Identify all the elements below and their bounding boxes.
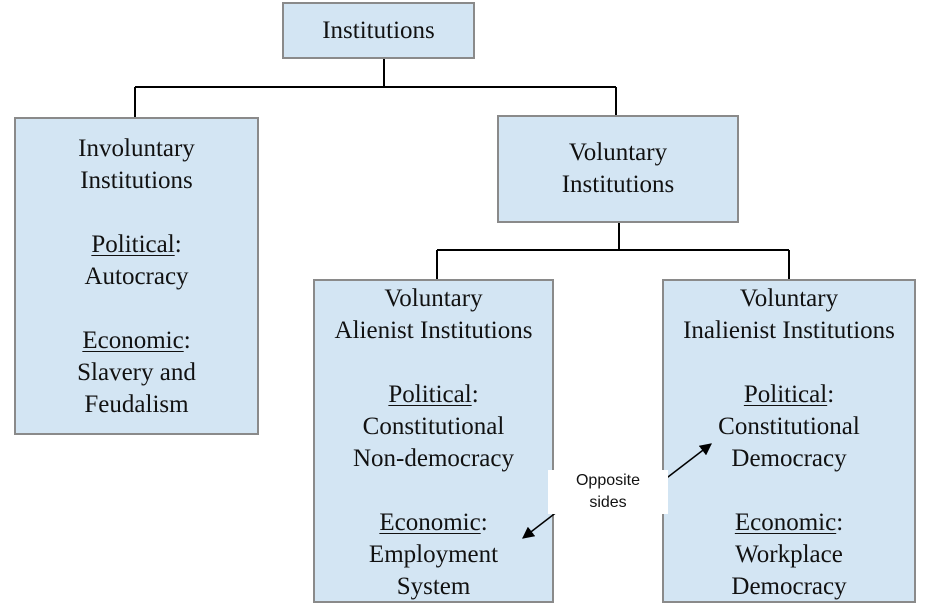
inalienist-economic-label: Economic <box>734 509 837 536</box>
alienist-economic-value-line2: System <box>396 573 471 600</box>
alienist-political-value-line1: Constitutional <box>362 413 505 440</box>
involuntary-title-line2: Institutions <box>80 167 193 194</box>
alienist-title-line2: Alienist Institutions <box>334 317 533 344</box>
involuntary-economic-label: Economic <box>82 327 184 354</box>
involuntary-title-line1: Involuntary <box>78 135 195 162</box>
institutions-title: Institutions <box>322 17 435 44</box>
alienist-institutions-node: Voluntary Alienist Institutions Politica… <box>313 279 554 603</box>
inalienist-title-line2: Inalienist Institutions <box>683 317 895 344</box>
involuntary-economic-value-line2: Feudalism <box>84 391 189 418</box>
involuntary-economic-row: Economic: <box>82 327 191 354</box>
institutions-node: Institutions <box>282 2 475 59</box>
involuntary-institutions-node: Involuntary Institutions Political: Auto… <box>14 117 259 435</box>
inalienist-economic-value-line1: Workplace <box>735 541 843 568</box>
inalienist-economic-row: Economic: <box>734 509 844 536</box>
inalienist-economic-value-line2: Democracy <box>731 573 847 600</box>
inalienist-political-row: Political: <box>743 381 835 408</box>
alienist-economic-value-line1: Employment <box>368 541 499 568</box>
inalienist-political-value-line2: Democracy <box>731 445 847 472</box>
note-line2: sides <box>589 494 627 511</box>
involuntary-political-value: Autocracy <box>84 263 189 290</box>
alienist-economic-row: Economic: <box>379 509 488 536</box>
inalienist-political-value-line1: Constitutional <box>718 413 860 440</box>
opposite-sides-note: Opposite sides <box>548 470 668 514</box>
alienist-economic-label: Economic <box>379 509 481 536</box>
alienist-political-value-line2: Non-democracy <box>352 445 515 472</box>
voluntary-title-line2: Institutions <box>561 171 675 198</box>
voluntary-title-line1: Voluntary <box>568 139 668 166</box>
inalienist-title-line1: Voluntary <box>739 285 839 312</box>
involuntary-political-row: Political: <box>91 231 182 258</box>
inalienist-political-label: Political <box>743 381 828 408</box>
involuntary-economic-value-line1: Slavery and <box>77 359 196 386</box>
involuntary-political-label: Political <box>91 231 175 258</box>
alienist-political-row: Political: <box>388 381 479 408</box>
voluntary-institutions-node: Voluntary Institutions <box>497 115 739 223</box>
note-line1: Opposite <box>575 472 641 489</box>
alienist-title-line1: Voluntary <box>384 285 483 312</box>
inalienist-institutions-node: Voluntary Inalienist Institutions Politi… <box>662 279 916 603</box>
alienist-political-label: Political <box>388 381 472 408</box>
